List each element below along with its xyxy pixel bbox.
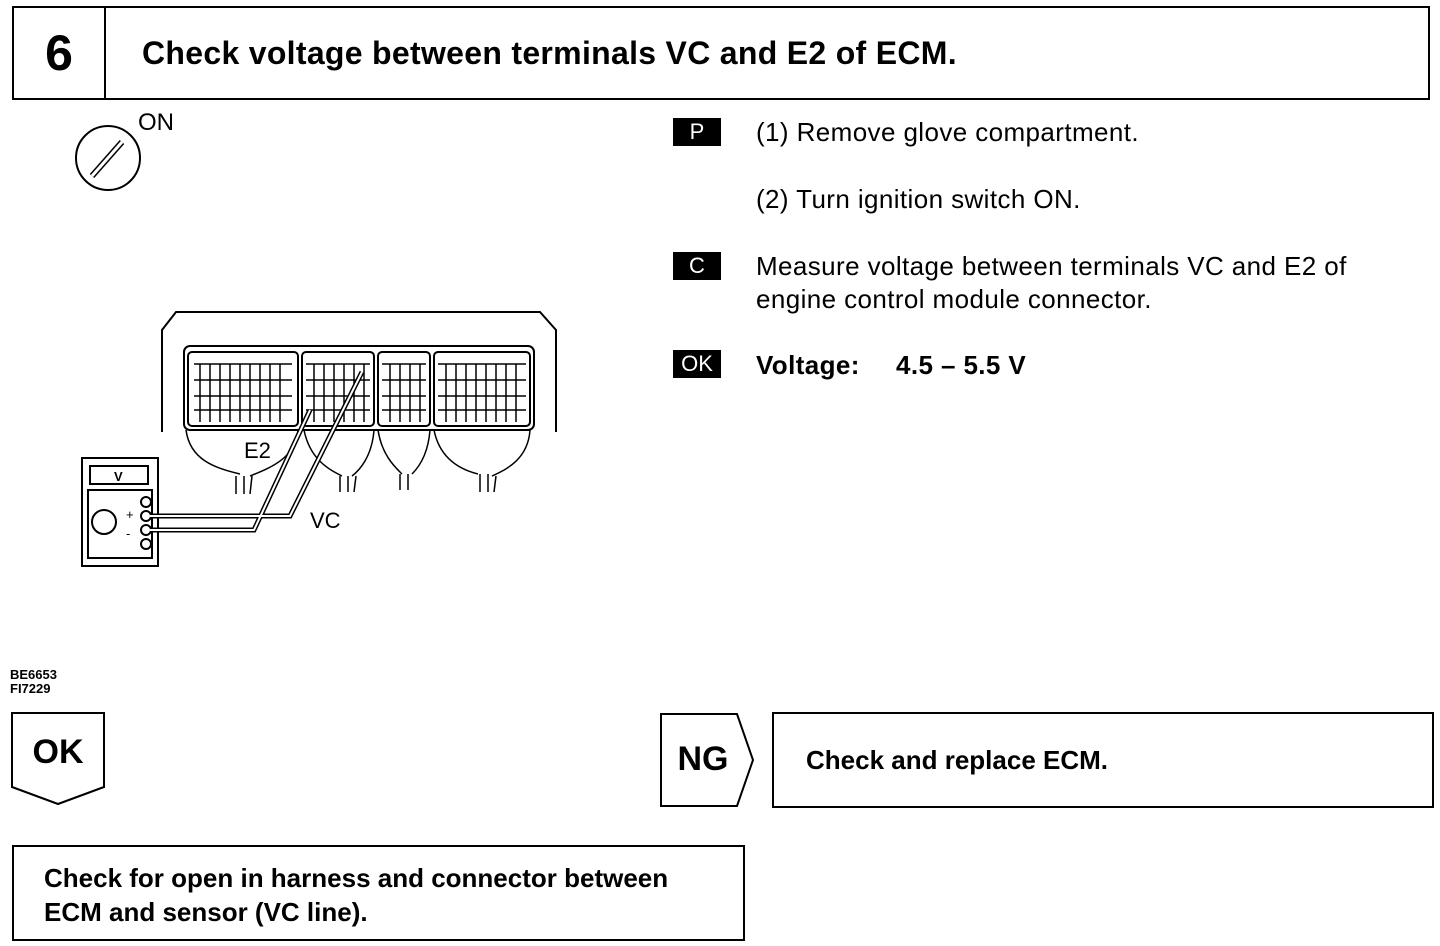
ok-label: OK <box>32 733 84 771</box>
terminal-vc-label: VC <box>310 508 341 533</box>
ok-result-line-1: Check for open in harness and connector … <box>44 863 669 893</box>
probe-leads-inner <box>150 371 363 531</box>
ecm-voltage-diagram: ON V <box>75 109 557 567</box>
figure-code-1: BE6653 <box>10 667 57 682</box>
voltmeter-v-label: V <box>114 469 123 484</box>
ecm-housing <box>161 311 557 432</box>
step-number: 6 <box>14 8 106 98</box>
check-line-1: Measure voltage between terminals VC and… <box>756 251 1347 281</box>
check-tag: C <box>673 252 721 280</box>
check-line-2: engine control module connector. <box>756 284 1152 314</box>
procedure-step-2: (2) Turn ignition switch ON. <box>756 184 1081 214</box>
prep-tag: P <box>673 118 721 146</box>
ok-result-line-2: ECM and sensor (VC line). <box>44 897 368 927</box>
step-title: Check voltage between terminals VC and E… <box>142 34 957 71</box>
voltmeter-plus-label: + <box>126 507 134 522</box>
procedure-step-1: (1) Remove glove compartment. <box>756 117 1139 147</box>
ok-arrow-box <box>11 712 105 806</box>
ng-result-text: Check and replace ECM. <box>806 744 1108 775</box>
ecm-connectors <box>187 351 531 427</box>
ng-arrow-box <box>660 713 755 807</box>
ignition-key-icon <box>75 125 141 191</box>
voltmeter-minus-label: - <box>126 526 130 541</box>
terminal-e2-label: E2 <box>244 438 271 463</box>
ng-result-box: Check and replace ECM. <box>772 712 1434 808</box>
wire-harness-bundles <box>185 429 531 495</box>
ok-result-box: Check for open in harness and connector … <box>12 845 745 941</box>
ng-label: NG <box>677 740 729 778</box>
spec-value: 4.5 – 5.5 V <box>896 350 1027 380</box>
figure-code-2: FI7229 <box>10 681 51 696</box>
step-header: 6 Check voltage between terminals VC and… <box>12 6 1430 100</box>
spec-label: Voltage: <box>756 350 860 380</box>
ignition-on-label: ON <box>138 109 174 136</box>
connector-pins <box>194 363 526 422</box>
ok-tag: OK <box>673 350 721 378</box>
